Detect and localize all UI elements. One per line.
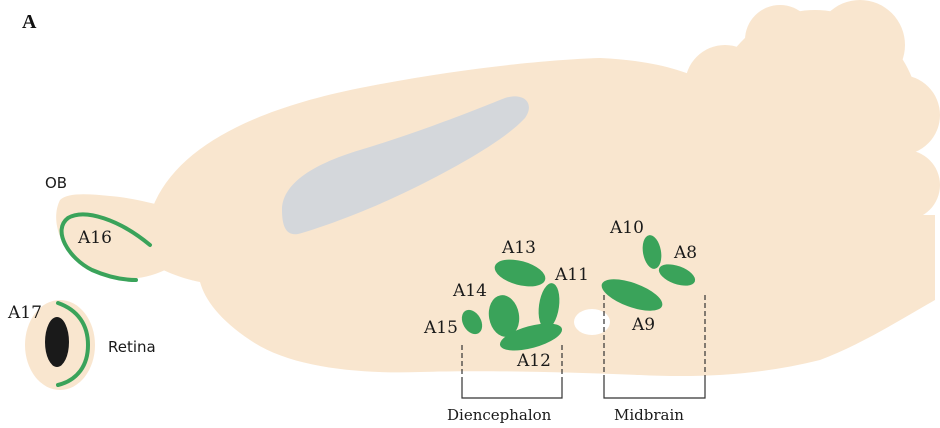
label-a12: A12 bbox=[516, 351, 551, 371]
label-a9: A9 bbox=[631, 315, 655, 335]
label-ob: OB bbox=[45, 174, 67, 192]
label-a16: A16 bbox=[77, 228, 112, 248]
label-a17: A17 bbox=[7, 303, 42, 323]
label-midbrain: Midbrain bbox=[614, 406, 684, 424]
label-a11: A11 bbox=[554, 265, 589, 285]
label-a14: A14 bbox=[452, 281, 487, 301]
label-a8: A8 bbox=[673, 243, 697, 263]
label-a15: A15 bbox=[423, 318, 458, 338]
label-a10: A10 bbox=[609, 218, 644, 238]
label-a13: A13 bbox=[501, 238, 536, 258]
label-diencephalon: Diencephalon bbox=[447, 406, 552, 424]
eye-lens bbox=[45, 317, 69, 367]
panel-label: A bbox=[22, 11, 37, 33]
label-retina: Retina bbox=[108, 338, 156, 356]
